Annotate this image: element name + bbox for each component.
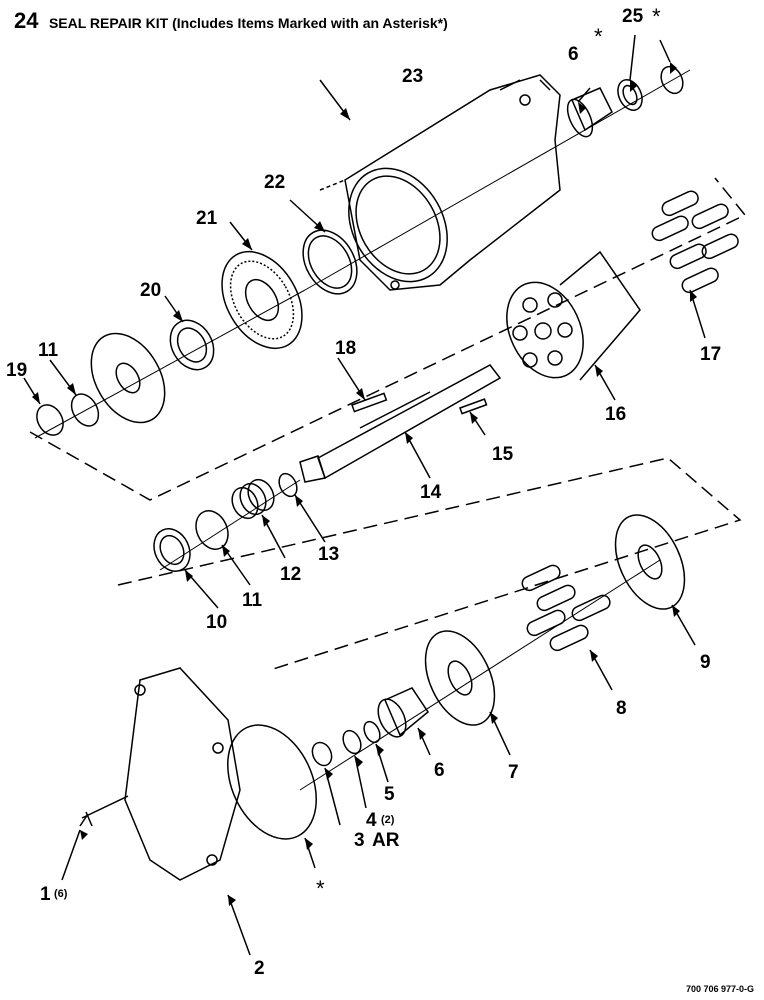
key-part-18 xyxy=(351,392,388,413)
callout-6-lower: 6 xyxy=(434,760,445,781)
callout-7: 7 xyxy=(508,762,519,783)
kit-item-number: 24 xyxy=(14,8,39,33)
seal-part-10 xyxy=(153,528,191,572)
pistons-part-17 xyxy=(651,190,739,294)
bushing-part-11-lower xyxy=(195,510,229,550)
callout-9: 9 xyxy=(700,652,711,673)
callout-4-qty: (2) xyxy=(381,814,395,826)
callout-1-qty: (6) xyxy=(54,888,68,900)
asterisk-25: * xyxy=(652,4,661,29)
ring-part-5 xyxy=(363,720,381,744)
washer-part-22 xyxy=(302,229,358,295)
callout-13: 13 xyxy=(318,544,339,565)
callout-3-ar: AR xyxy=(372,830,400,851)
bearing-part-6-upper xyxy=(566,87,613,138)
ring-part-19 xyxy=(36,404,64,436)
callout-23: 23 xyxy=(402,66,423,87)
kit-title: SEAL REPAIR KIT (Includes Items Marked w… xyxy=(48,15,448,31)
callout-11-upper: 11 xyxy=(38,340,59,361)
pistons-part-8 xyxy=(521,564,611,652)
thrust-bearing-part-21 xyxy=(221,250,303,350)
callout-10: 10 xyxy=(206,612,227,633)
seal-ring-upper xyxy=(617,79,643,111)
figure-code: 700 706 977-0-G xyxy=(685,984,754,994)
bolt-part-1 xyxy=(79,795,129,827)
ring-part-13 xyxy=(278,472,298,498)
plate-part-7 xyxy=(424,630,496,726)
callout-8: 8 xyxy=(616,698,627,719)
page-header: 24 SEAL REPAIR KIT (Includes Items Marke… xyxy=(14,8,448,34)
housing-part-23 xyxy=(319,74,561,291)
lower-dashed-outline xyxy=(117,457,742,671)
cover-part-2 xyxy=(124,667,241,881)
plate-part-9 xyxy=(614,514,686,610)
callout-15: 15 xyxy=(492,444,514,465)
asterisk-upper: * xyxy=(594,24,603,49)
callout-19: 19 xyxy=(6,360,27,381)
callout-12: 12 xyxy=(280,564,301,585)
bearing-part-6-lower xyxy=(377,687,430,738)
bushing-part-11-upper xyxy=(70,393,100,427)
callout-18: 18 xyxy=(335,338,356,359)
callout-3: 3 xyxy=(354,830,365,851)
callout-4: 4 xyxy=(366,810,377,831)
thrust-disc xyxy=(90,332,166,424)
upper-dashed-outline xyxy=(29,177,747,501)
callout-14: 14 xyxy=(420,482,442,503)
cylinder-block-part-16 xyxy=(506,250,641,381)
shaft-part-14 xyxy=(299,364,502,483)
spring-part-12 xyxy=(231,478,275,520)
o-ring-large xyxy=(227,724,317,840)
callout-21: 21 xyxy=(196,208,218,229)
callout-11-lower: 11 xyxy=(242,590,263,611)
key-part-15 xyxy=(459,398,488,415)
asterisk-o-ring: * xyxy=(316,876,325,901)
seal-part-20 xyxy=(169,319,215,371)
callout-16: 16 xyxy=(605,404,626,425)
callout-25: 25 xyxy=(622,6,644,27)
callout-17: 17 xyxy=(700,344,721,365)
callout-5: 5 xyxy=(384,784,395,805)
callout-1: 1 xyxy=(40,884,51,905)
callout-6-upper: 6 xyxy=(568,44,579,65)
washer-part-3 xyxy=(311,741,333,767)
ring-part-4 xyxy=(342,729,362,755)
snap-ring-part-25 xyxy=(660,65,684,95)
callout-2: 2 xyxy=(254,958,265,979)
callout-20: 20 xyxy=(140,280,161,301)
callout-22: 22 xyxy=(264,172,285,193)
